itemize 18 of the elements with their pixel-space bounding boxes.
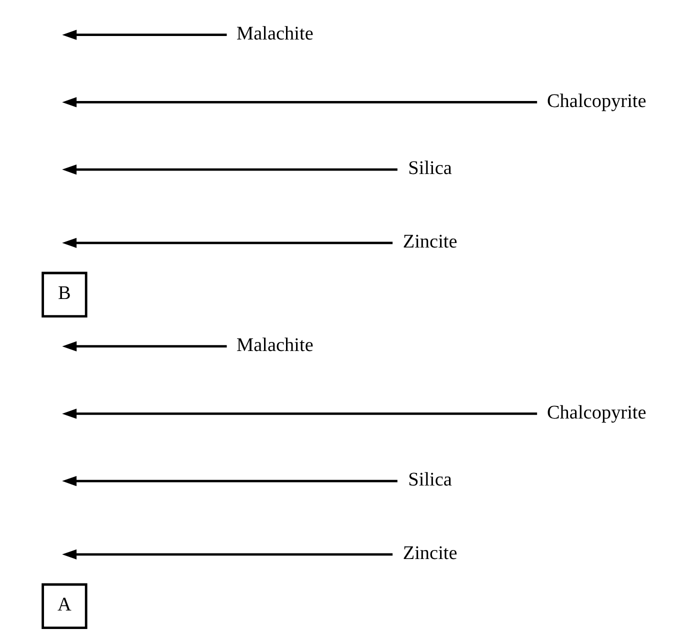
- node-text: Zincite: [402, 542, 458, 564]
- node-text: Chalcopyrite: [546, 402, 646, 424]
- arrow: [62, 408, 538, 419]
- arrow: [62, 341, 227, 352]
- node-box: B: [42, 272, 88, 318]
- node-box: A: [42, 583, 88, 629]
- arrow: [62, 476, 398, 486]
- node-text: Silica: [408, 158, 452, 180]
- arrow: [62, 164, 398, 175]
- arrow: [62, 549, 393, 560]
- node-text: Malachite: [236, 23, 314, 44]
- node-text: Malachite: [236, 334, 314, 356]
- node-text: Silica: [408, 470, 452, 491]
- arrow: [62, 97, 538, 108]
- node-text: Zincite: [402, 231, 458, 252]
- node-text: Chalcopyrite: [546, 90, 646, 112]
- arrow: [62, 238, 393, 248]
- arrow: [62, 30, 227, 40]
